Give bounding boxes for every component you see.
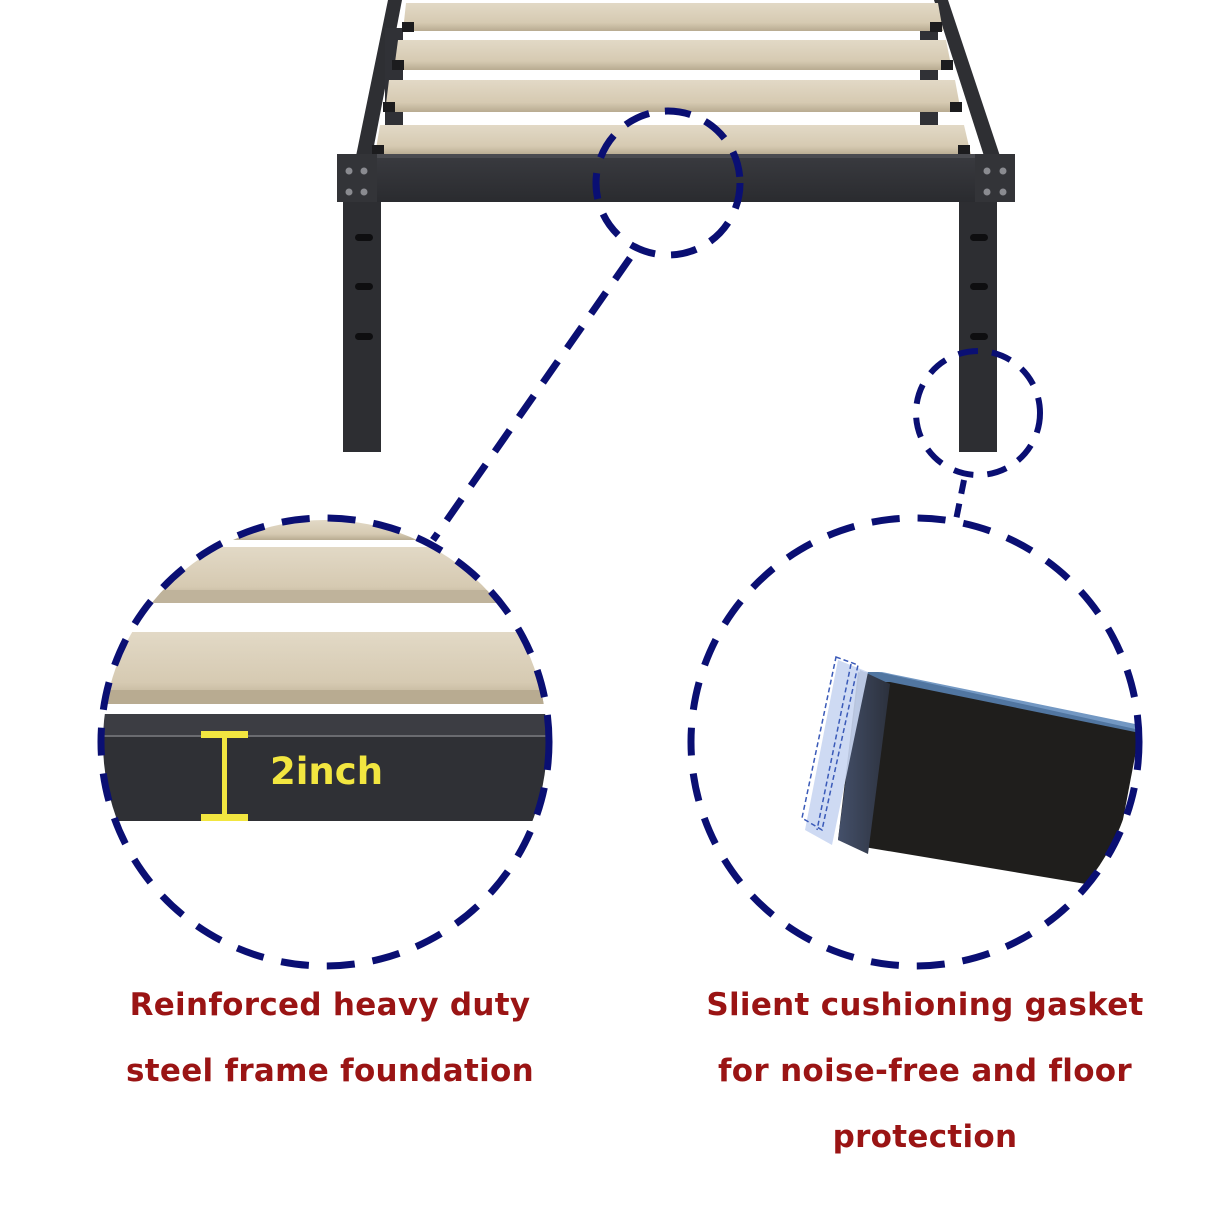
wood-slats: [372, 3, 971, 155]
caption-line: for noise-free and floor: [718, 1053, 1132, 1089]
corner-bracket-left: [337, 154, 377, 202]
frame-feature-caption: Reinforced heavy duty steel frame founda…: [95, 972, 565, 1104]
leg-left: [343, 202, 381, 452]
dashed-circle-leg-indicator: [913, 348, 1043, 478]
i-beam-dimension-marker-icon: [201, 731, 248, 821]
gasket-feature-caption: Slient cushioning gasket for noise-free …: [690, 972, 1160, 1170]
gasket-pad-icon: [801, 656, 868, 845]
caption-line: steel frame foundation: [126, 1053, 534, 1089]
dashed-circle-rail-indicator: [592, 107, 744, 259]
gasket-detail-callout: [687, 514, 1143, 970]
measurement-label: 2inch: [270, 750, 384, 793]
leg-right: [959, 202, 997, 452]
dashed-circle-magnifier-left: [97, 514, 553, 970]
dashed-circle-magnifier-right: [687, 514, 1143, 970]
connector-line-left: [430, 255, 633, 543]
frame-detail-callout: [97, 514, 553, 970]
caption-line: Slient cushioning gasket: [706, 987, 1144, 1023]
caption-line: protection: [832, 1119, 1018, 1155]
bed-frame: [337, 0, 1015, 452]
caption-line: Reinforced heavy duty: [129, 987, 531, 1023]
corner-bracket-right: [975, 154, 1015, 202]
connector-line-right: [952, 479, 967, 526]
